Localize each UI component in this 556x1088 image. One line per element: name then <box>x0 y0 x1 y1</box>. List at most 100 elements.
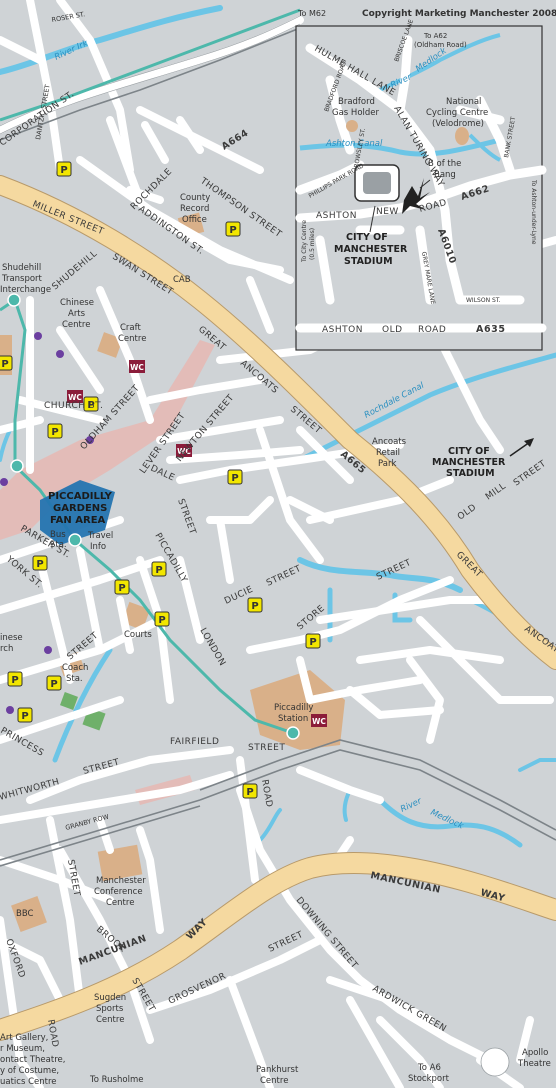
svg-text:Theatre: Theatre <box>517 1059 551 1069</box>
svg-text:P: P <box>11 675 18 686</box>
svg-text:STADIUM: STADIUM <box>446 468 495 479</box>
shudehill-stop-icon <box>7 293 21 307</box>
parking-icon: P <box>247 597 263 613</box>
svg-text:P: P <box>231 473 238 484</box>
svg-text:P: P <box>155 565 162 576</box>
piccadilly-fan-area[interactable] <box>40 480 115 545</box>
svg-text:P: P <box>309 637 316 648</box>
parking-icon: P <box>32 555 48 571</box>
svg-text:Record: Record <box>180 204 209 214</box>
svg-text:ROAD: ROAD <box>259 779 274 809</box>
svg-text:MANCHESTER: MANCHESTER <box>334 244 408 255</box>
svg-text:Bradford: Bradford <box>338 97 375 107</box>
svg-text:Pankhurst: Pankhurst <box>256 1065 299 1075</box>
parking-icon: P <box>17 707 33 723</box>
rochdale-canal-path <box>297 352 556 463</box>
river-medlock-path <box>377 797 523 848</box>
svg-text:Interchange: Interchange <box>0 285 51 295</box>
svg-text:WC: WC <box>68 393 82 402</box>
svg-text:P: P <box>36 559 43 570</box>
svg-text:Travel: Travel <box>87 531 113 541</box>
svg-text:Centre: Centre <box>118 334 146 344</box>
svg-text:To City Centre: To City Centre <box>301 220 308 263</box>
parking-icons[interactable]: P P P P P P P P P P P P P P P P <box>0 161 321 799</box>
svg-text:P: P <box>60 165 67 176</box>
svg-text:Station: Station <box>278 714 308 724</box>
svg-text:STREET: STREET <box>248 743 285 753</box>
svg-text:To A6: To A6 <box>417 1063 441 1073</box>
svg-text:Transport: Transport <box>1 274 43 284</box>
svg-text:PICCADILLY: PICCADILLY <box>48 491 113 502</box>
parking-icon: P <box>154 611 170 627</box>
svg-text:Bang: Bang <box>434 170 456 180</box>
svg-text:CHURCH ST.: CHURCH ST. <box>44 401 103 411</box>
svg-text:r Museum,: r Museum, <box>0 1044 45 1054</box>
ashton-canal-path <box>297 557 463 593</box>
svg-text:National: National <box>446 97 481 107</box>
copyright-label: Copyright Marketing Manchester 2008 <box>362 9 556 19</box>
stadium-inset-map[interactable]: To A62 (Oldham Road) HULME HALL LANE BRI… <box>295 18 547 351</box>
svg-text:ROAD: ROAD <box>45 1019 60 1049</box>
svg-text:Bus: Bus <box>50 530 66 540</box>
b-of-the-bang-icon <box>402 178 430 214</box>
svg-text:CAB: CAB <box>173 275 191 285</box>
parking-icon: P <box>242 783 258 799</box>
svg-text:WC: WC <box>312 717 326 726</box>
svg-text:FAIRFIELD: FAIRFIELD <box>170 737 219 747</box>
svg-text:Office: Office <box>182 215 207 225</box>
header: To M62 Copyright Marketing Manchester 20… <box>297 9 556 19</box>
metrolink-stops[interactable] <box>7 293 300 740</box>
svg-text:Park: Park <box>378 459 396 469</box>
svg-text:WC: WC <box>130 363 144 372</box>
svg-text:Stockport: Stockport <box>408 1074 450 1084</box>
river-irk-path <box>0 5 223 75</box>
market-street-stop-icon <box>10 459 24 473</box>
svg-text:ontact Theatre,: ontact Theatre, <box>0 1055 65 1065</box>
svg-text:Shudehill: Shudehill <box>2 263 41 273</box>
svg-text:Retail: Retail <box>376 448 400 458</box>
svg-text:Art Gallery,: Art Gallery, <box>0 1033 48 1043</box>
svg-text:ASHTON: ASHTON <box>316 211 357 221</box>
wc-icons[interactable]: WC WC WC WC <box>67 360 327 727</box>
main-roads <box>0 175 556 1041</box>
svg-text:OLD: OLD <box>382 325 403 335</box>
svg-text:ASHTON: ASHTON <box>322 325 363 335</box>
svg-text:Coach: Coach <box>62 663 88 673</box>
svg-text:P: P <box>229 225 236 236</box>
parking-icon: P <box>47 423 63 439</box>
parking-icon: P <box>0 355 13 371</box>
svg-text:Craft: Craft <box>120 323 141 333</box>
svg-text:Apollo: Apollo <box>522 1048 548 1058</box>
svg-text:inese: inese <box>0 633 23 643</box>
svg-text:Gas Holder: Gas Holder <box>332 108 380 118</box>
svg-text:P: P <box>51 427 58 438</box>
parking-icon: P <box>305 633 321 649</box>
piccadilly-station-stop-icon <box>286 726 300 740</box>
svg-text:FAN AREA: FAN AREA <box>50 515 106 526</box>
to-m62-label: To M62 <box>297 9 326 18</box>
svg-text:Chinese: Chinese <box>60 298 94 308</box>
piccadilly-gardens-stop-icon <box>68 533 82 547</box>
svg-text:To Rusholme: To Rusholme <box>89 1075 143 1085</box>
svg-text:To A62: To A62 <box>423 32 447 40</box>
svg-text:Sugden: Sugden <box>94 993 126 1003</box>
svg-text:Centre: Centre <box>106 898 134 908</box>
svg-text:CITY OF: CITY OF <box>448 446 490 457</box>
svg-text:Sta.: Sta. <box>66 674 83 684</box>
svg-text:MANCHESTER: MANCHESTER <box>432 457 506 468</box>
svg-text:Ancoats: Ancoats <box>372 437 407 447</box>
svg-text:A635: A635 <box>476 324 506 335</box>
svg-text:Sports: Sports <box>96 1004 124 1014</box>
svg-text:To Ashton-under-Lyne: To Ashton-under-Lyne <box>530 179 537 245</box>
wc-icon: WC <box>311 714 327 727</box>
svg-text:P: P <box>1 359 8 370</box>
svg-text:STADIUM: STADIUM <box>344 256 393 267</box>
svg-text:(Oldham Road): (Oldham Road) <box>414 41 467 49</box>
svg-text:Info: Info <box>90 542 106 552</box>
parking-icon: P <box>46 675 62 691</box>
svg-text:GARDENS: GARDENS <box>53 503 107 514</box>
svg-text:Cycling Centre: Cycling Centre <box>426 108 488 118</box>
svg-text:Centre: Centre <box>260 1076 288 1086</box>
svg-text:Manchester: Manchester <box>96 876 146 886</box>
